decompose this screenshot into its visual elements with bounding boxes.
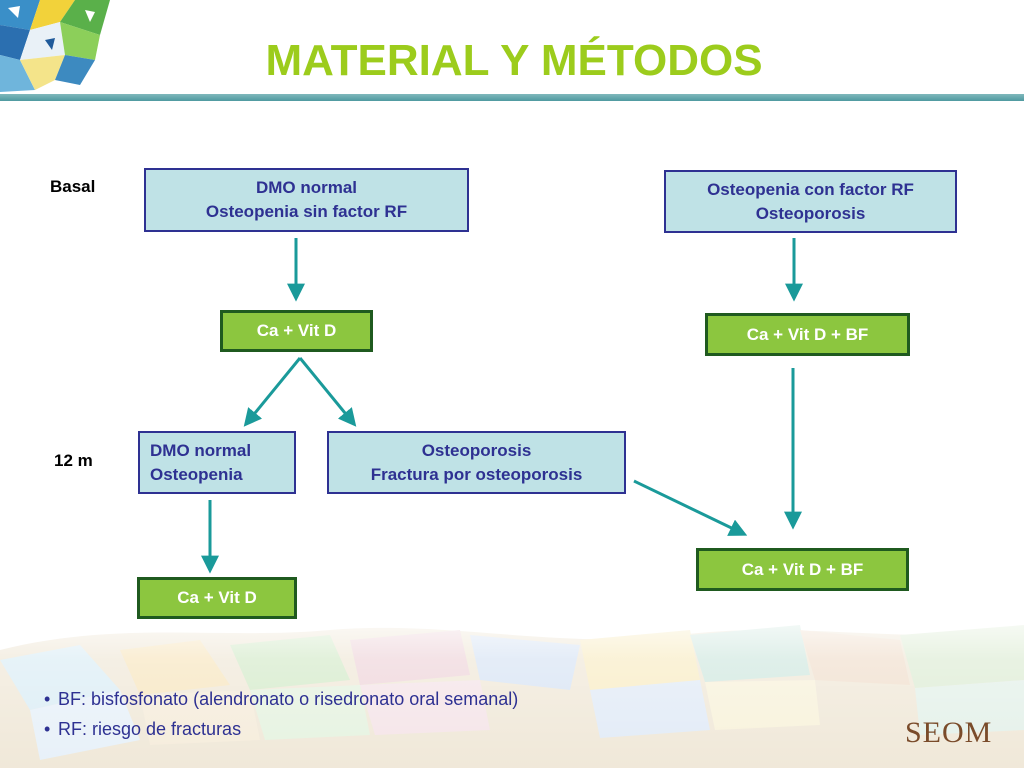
bullet-icon: • [44, 719, 51, 739]
box-line: Fractura por osteoporosis [370, 464, 583, 484]
box-line: DMO normal [150, 440, 252, 460]
footnote-item: • BF: bisfosfonato (alendronato o risedr… [44, 684, 518, 714]
slide-title: MATERIAL Y MÉTODOS [265, 36, 763, 85]
box-12m-osteoporosis-fracture: Osteoporosis Fractura por osteoporosis [327, 431, 626, 494]
box-line: Osteopenia sin factor RF [205, 202, 408, 221]
box-line: Osteopenia [150, 464, 243, 484]
stage-label-basal: Basal [50, 177, 96, 196]
footnote-text: BF: bisfosfonato (alendronato o risedron… [58, 689, 519, 709]
stage-label-12m: 12 m [54, 451, 93, 470]
box-line: Ca + Vit D + BF [746, 324, 869, 344]
mosaic-background [0, 600, 1024, 768]
arrow-treatment-to-normal [243, 357, 302, 427]
box-final-ca-vitd: Ca + Vit D [137, 577, 297, 619]
bullet-icon: • [44, 689, 51, 709]
footnote-item: • RF: riesgo de fracturas [44, 714, 518, 744]
mosaic-logo-icon [0, 0, 118, 96]
box-line: Ca + Vit D [177, 588, 257, 607]
box-treatment-ca-vitd-bf: Ca + Vit D + BF [705, 313, 910, 356]
box-line: Osteopenia con factor RF [707, 179, 914, 199]
footnotes: • BF: bisfosfonato (alendronato o risedr… [44, 684, 518, 744]
box-line: DMO normal [255, 178, 358, 197]
seom-logo: SEOM [905, 716, 993, 749]
title-divider [0, 94, 1024, 101]
box-basal-normal-osteopenia: DMO normal Osteopenia sin factor RF [144, 168, 469, 232]
arrow-osteoporosis-to-final [633, 479, 748, 536]
box-basal-osteopenia-rf-osteoporosis: Osteopenia con factor RF Osteoporosis [664, 170, 957, 233]
box-line: Osteoporosis [421, 440, 532, 460]
box-12m-normal-osteopenia: DMO normal Osteopenia [138, 431, 296, 494]
box-final-ca-vitd-bf: Ca + Vit D + BF [696, 548, 909, 591]
box-line: Ca + Vit D + BF [741, 559, 864, 579]
footnote-text: RF: riesgo de fracturas [58, 719, 242, 739]
box-treatment-ca-vitd: Ca + Vit D [220, 310, 373, 352]
arrow-treatment-to-osteoporosis [298, 357, 357, 427]
box-line: Ca + Vit D [256, 321, 337, 340]
box-line: Osteoporosis [755, 203, 866, 223]
